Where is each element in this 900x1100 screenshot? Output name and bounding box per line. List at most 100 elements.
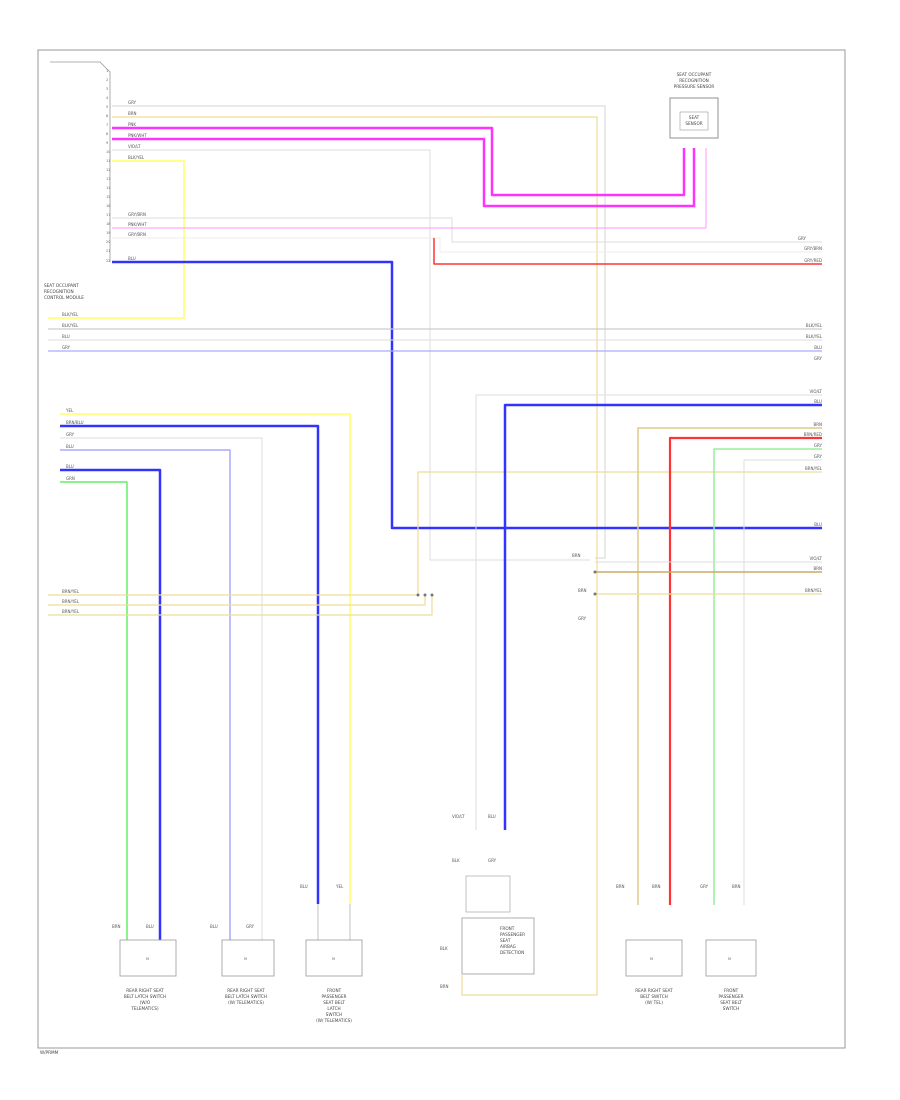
- c1-pin-label-2: BLU: [146, 924, 154, 929]
- wire-grey-3: [112, 217, 822, 243]
- c2-caption-3: (W/ TELEMATICS): [228, 1000, 264, 1005]
- svg-text:17: 17: [106, 213, 110, 217]
- svg-text:7: 7: [106, 123, 108, 127]
- c2-pin-label-1: BLU: [210, 924, 218, 929]
- wl-mid-low-1: BRN: [572, 553, 581, 558]
- wl-group1-2: BRN/BLU: [66, 420, 84, 425]
- c3-caption-3: SEAT BELT: [323, 1000, 345, 1005]
- group3-tan-3: [48, 595, 433, 616]
- wires: [48, 105, 822, 996]
- component-rear-right-belt-switch: BRN BRN M REAR RIGHT SEAT BELT SWITCH (W…: [616, 884, 683, 1005]
- wl-band-1: BLK/YEL: [62, 312, 79, 317]
- svg-text:11: 11: [106, 159, 110, 163]
- wl-band-right-2: BLK/YEL: [806, 334, 823, 339]
- c6-pin-label-1: GRY: [700, 884, 709, 889]
- component-rear-right-belt-latch-no-tel: BRN BLU M REAR RIGHT SEAT BELT LATCH SWI…: [112, 924, 177, 1011]
- c1-caption-4: TELEMATICS): [130, 1006, 159, 1011]
- wire-pink-2: [112, 137, 696, 208]
- wl-group3-2: BRN/YEL: [62, 599, 80, 604]
- wl-left-mid-1: GRY/BRN: [128, 212, 146, 217]
- c1-caption-2: BELT LATCH SWITCH: [124, 994, 166, 999]
- c1-pin-label-1: BRN: [112, 924, 121, 929]
- svg-text:13: 13: [106, 177, 110, 181]
- c5-pin-label-1: BRN: [616, 884, 625, 889]
- splices: [416, 570, 597, 597]
- svg-text:2: 2: [106, 78, 108, 82]
- group1-grey: [60, 437, 263, 940]
- right-grey: [743, 459, 822, 905]
- wl-group3-1: BRN/YEL: [62, 589, 80, 594]
- c1-caption-1: REAR RIGHT SEAT: [126, 988, 164, 993]
- wl-group1-3: GRY: [66, 432, 75, 437]
- c2-caption-2: BELT LATCH SWITCH: [225, 994, 267, 999]
- c5-caption-2: BELT SWITCH: [640, 994, 668, 999]
- footer-text: W/PRMM: [40, 1050, 59, 1055]
- wl-right-top-3: GRY/RED: [804, 258, 822, 263]
- svg-text:6: 6: [106, 114, 108, 118]
- wire-labels: GRY BRN PNK PNK/WHT VIO/LT BLK/YEL GRY/B…: [62, 100, 823, 621]
- svg-text:M: M: [244, 957, 247, 961]
- wire-pink-1: [112, 126, 686, 197]
- svg-text:18: 18: [106, 222, 110, 226]
- wl-left-top-4: PNK/WHT: [128, 133, 147, 138]
- group1-yellow: [60, 413, 351, 904]
- wl-left-top-5: VIO/LT: [128, 144, 141, 149]
- wl-right-blu: BLU: [814, 522, 822, 527]
- svg-text:22: 22: [106, 259, 110, 263]
- module-name-line1: SEAT OCCUPANT: [44, 283, 79, 288]
- diagram-frame: [37, 49, 846, 1049]
- wl-blue-top: BLU: [128, 256, 136, 261]
- svg-text:1: 1: [106, 69, 108, 73]
- svg-text:9: 9: [106, 141, 108, 145]
- wl-right-low-2: BRN: [813, 566, 822, 571]
- wl-band-right-3: BLU: [814, 345, 822, 350]
- c6-caption-1: FRONT: [724, 988, 739, 993]
- wl-left-top-1: GRY: [128, 100, 137, 105]
- c6-pin-label-2: BRN: [732, 884, 741, 889]
- wl-left-top-6: BLK/YEL: [128, 155, 145, 160]
- c4-pin-label-2: BLU: [488, 814, 496, 819]
- wl-right-mid-1: VIO/LT: [809, 389, 822, 394]
- svg-text:20: 20: [106, 240, 110, 244]
- svg-text:M: M: [650, 957, 653, 961]
- right-green: [713, 448, 822, 905]
- wire-blue-main: [112, 260, 822, 530]
- wl-right-low-1: VIO/LT: [809, 556, 822, 561]
- component-front-passenger-airbag-detection: VIO/LT BLU BLK GRY FRONT PASSENGER SEAT …: [440, 814, 535, 989]
- c5-caption-1: REAR RIGHT SEAT: [635, 988, 673, 993]
- svg-text:21: 21: [106, 249, 110, 253]
- wl-band-right-4: GRY: [814, 356, 823, 361]
- c6-caption-4: SWITCH: [723, 1006, 739, 1011]
- wl-right-group-2: BRN/RED: [804, 432, 822, 437]
- c4-caption-2: PASSENGER: [500, 932, 525, 937]
- sensor-inner-line1: SEAT: [689, 115, 700, 120]
- c4-caption-5: DETECTION: [500, 950, 524, 955]
- c1-caption-3: (W/O: [140, 1000, 151, 1005]
- wire-yellow-1: [48, 160, 185, 319]
- c3-caption-2: PASSENGER: [321, 994, 346, 999]
- c2-pin-label-2: GRY: [246, 924, 255, 929]
- svg-text:12: 12: [106, 168, 110, 172]
- wl-group1-1: YEL: [65, 408, 74, 413]
- svg-text:M: M: [146, 957, 149, 961]
- c3-caption-1: FRONT: [327, 988, 342, 993]
- wl-band-2: BLK/YEL: [62, 323, 79, 328]
- c6-caption-3: SEAT BELT: [720, 1000, 742, 1005]
- wl-right-top-2: GRY/BRN: [804, 246, 822, 251]
- mid-blue: [503, 403, 822, 830]
- right-tan-1: [637, 427, 822, 905]
- svg-text:M: M: [332, 957, 335, 961]
- c4-caption-4: AIRBAG: [500, 944, 516, 949]
- c4-side-label-2: BRN: [440, 984, 449, 989]
- wire-lightgrey: [112, 237, 822, 253]
- wl-right-group-1: BRN: [813, 422, 822, 427]
- svg-text:10: 10: [106, 150, 110, 154]
- c4-caption-1: FRONT: [500, 926, 515, 931]
- group1-blue: [60, 424, 320, 904]
- component-front-passenger-belt-latch: BLU YEL M FRONT PASSENGER SEAT BELT LATC…: [300, 884, 363, 1023]
- svg-text:16: 16: [106, 204, 110, 208]
- c5-pin-label-2: BRN: [652, 884, 661, 889]
- c4-caption-3: SEAT: [500, 938, 511, 943]
